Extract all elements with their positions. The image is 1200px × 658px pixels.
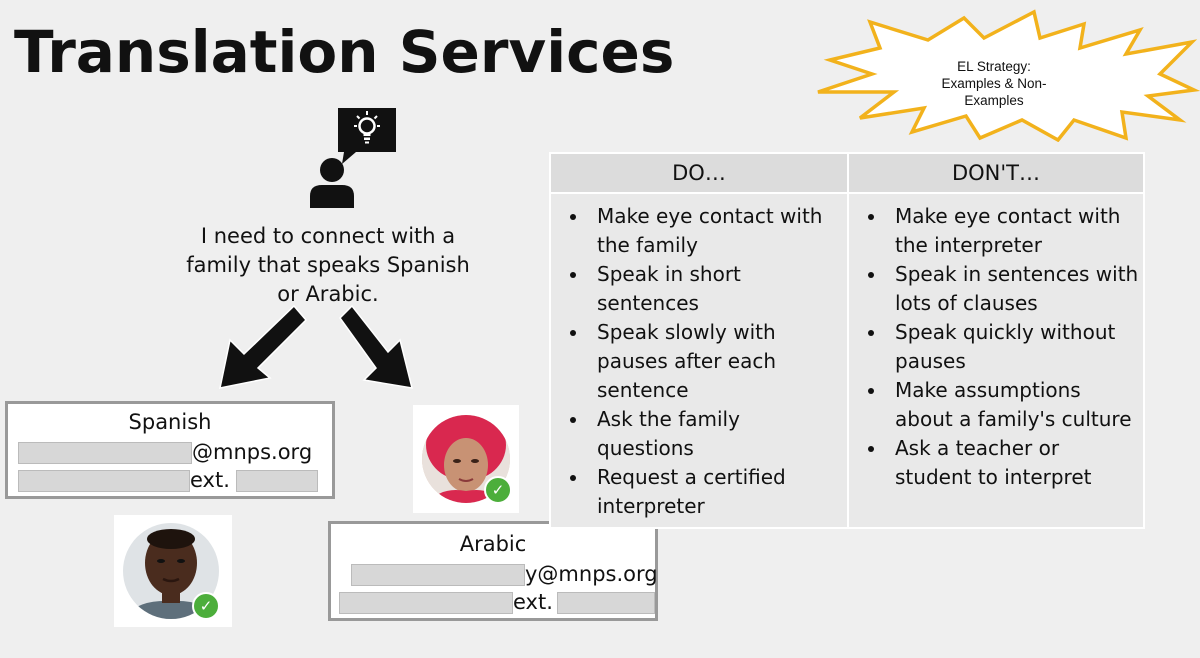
do-list: Make eye contact with the family Speak i… bbox=[559, 202, 843, 521]
strategy-badge-line1: EL Strategy: bbox=[957, 59, 1031, 74]
do-header: DO… bbox=[549, 152, 849, 194]
dont-item: Make assumptions about a family's cultur… bbox=[887, 376, 1139, 434]
redacted-block bbox=[351, 564, 525, 586]
arabic-language-label: Arabic bbox=[459, 532, 527, 556]
redacted-block bbox=[339, 592, 513, 614]
scenario-text: I need to connect with a family that spe… bbox=[186, 224, 470, 306]
spanish-language-label: Spanish bbox=[128, 410, 212, 434]
spanish-phone-line: ext. bbox=[18, 468, 318, 492]
spanish-ext-label: ext. bbox=[190, 468, 230, 492]
strategy-badge-line2: Examples & Non- bbox=[941, 76, 1047, 91]
dont-header: DON'T… bbox=[847, 152, 1145, 194]
do-item: Ask the family questions bbox=[589, 405, 843, 463]
lightbulb-icon bbox=[354, 111, 380, 144]
redacted-block bbox=[556, 592, 655, 614]
redacted-block bbox=[18, 470, 190, 492]
arabic-phone-line: ext. bbox=[339, 590, 655, 614]
dont-item: Ask a teacher or student to interpret bbox=[887, 434, 1139, 492]
dont-list-cell: Make eye contact with the interpreter Sp… bbox=[847, 192, 1145, 529]
spanish-contact-card: Spanish @mnps.org ext. bbox=[5, 401, 335, 499]
do-item: Speak in short sentences bbox=[589, 260, 843, 318]
down-right-arrow-icon bbox=[339, 304, 414, 389]
do-dont-table: DO… DON'T… Make eye contact with the fam… bbox=[549, 152, 1145, 529]
arabic-ext-label: ext. bbox=[513, 590, 553, 614]
dont-item: Speak in sentences with lots of clauses bbox=[887, 260, 1139, 318]
starburst-icon bbox=[817, 9, 1200, 142]
do-list-cell: Make eye contact with the family Speak i… bbox=[549, 192, 849, 529]
spanish-interpreter-avatar: ✓ bbox=[114, 515, 232, 627]
strategy-badge: EL Strategy: Examples & Non- Examples bbox=[918, 58, 1070, 109]
dont-item: Make eye contact with the interpreter bbox=[887, 202, 1139, 260]
down-left-arrow-icon bbox=[219, 304, 308, 389]
redacted-block bbox=[235, 470, 318, 492]
redacted-block bbox=[18, 442, 192, 464]
spanish-email-suffix: @mnps.org bbox=[192, 440, 313, 464]
verified-check-icon: ✓ bbox=[484, 476, 512, 504]
strategy-badge-line3: Examples bbox=[964, 93, 1024, 108]
dont-item: Speak quickly without pauses bbox=[887, 318, 1139, 376]
do-item: Make eye contact with the family bbox=[589, 202, 843, 260]
do-item: Speak slowly with pauses after each sent… bbox=[589, 318, 843, 405]
spanish-email-line: @mnps.org bbox=[18, 440, 312, 464]
dont-list: Make eye contact with the interpreter Sp… bbox=[857, 202, 1139, 492]
arabic-email-line: y@mnps.org bbox=[351, 562, 658, 586]
verified-check-icon: ✓ bbox=[192, 592, 220, 620]
person-with-idea-bubble-icon bbox=[310, 108, 396, 208]
do-item: Request a certified interpreter bbox=[589, 463, 843, 521]
arabic-interpreter-avatar: ✓ bbox=[413, 405, 519, 513]
slide-title: Translation Services bbox=[14, 18, 675, 86]
arabic-email-suffix: y@mnps.org bbox=[525, 562, 658, 586]
arabic-contact-card: Arabic y@mnps.org ext. bbox=[328, 521, 658, 621]
